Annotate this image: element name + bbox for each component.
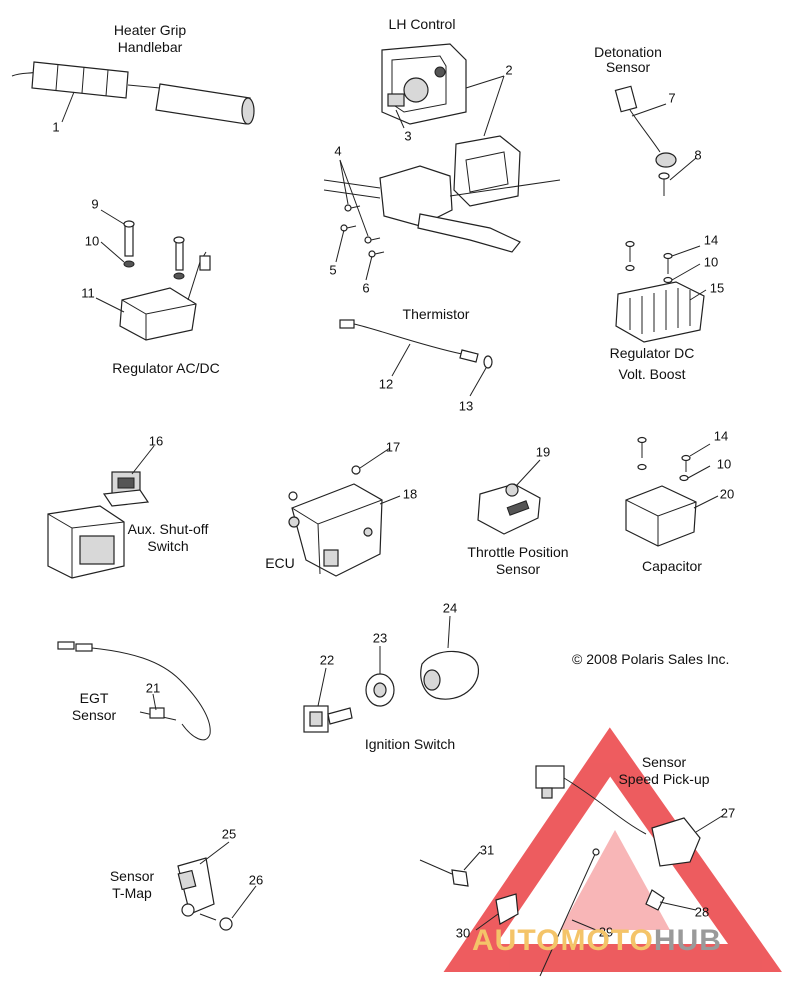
- callout-20: 20: [719, 486, 735, 502]
- label-thermistor: Thermistor: [402, 306, 470, 322]
- callout-11: 11: [81, 285, 95, 301]
- copyright-text: © 2008 Polaris Sales Inc.: [572, 651, 730, 667]
- callout-3: 3: [404, 128, 412, 144]
- callout-21: 21: [145, 680, 161, 696]
- callout-28: 28: [694, 904, 710, 920]
- capacitor-part: [625, 436, 697, 547]
- callout-7: 7: [668, 90, 676, 106]
- throttle-position-sensor-part: [477, 483, 541, 535]
- callout-26: 26: [248, 872, 264, 888]
- callout-12: 12: [378, 376, 394, 392]
- callout-leaders: [61, 75, 723, 931]
- callout-9: 9: [91, 196, 99, 212]
- label-lh-control: LH Control: [388, 16, 456, 32]
- label-ignition-switch: Ignition Switch: [364, 736, 456, 752]
- callout-24: 24: [442, 600, 458, 616]
- callout-22: 22: [319, 652, 335, 668]
- speed-pickup-sensor-part: [419, 765, 701, 977]
- callout-10: 10: [84, 233, 100, 249]
- callout-8: 8: [694, 147, 702, 163]
- label-capacitor: Capacitor: [642, 558, 702, 574]
- callout-10c: 10: [716, 456, 732, 472]
- ignition-switch-part: [303, 650, 480, 733]
- callout-15: 15: [709, 280, 725, 296]
- egt-sensor-part: [57, 641, 211, 741]
- callout-30: 30: [455, 925, 471, 941]
- watermark-text-part1: AUTOMOTO: [472, 924, 654, 957]
- ecu-part: [288, 465, 383, 577]
- tmap-sensor-part: [177, 857, 233, 931]
- callout-31: 31: [479, 842, 495, 858]
- thermistor-part: [339, 319, 493, 369]
- callout-25: 25: [221, 826, 237, 842]
- lh-control-part: [381, 43, 467, 125]
- callout-10b: 10: [703, 254, 719, 270]
- callout-16: 16: [148, 433, 164, 449]
- callout-1: 1: [52, 119, 60, 135]
- callout-17: 17: [385, 439, 401, 455]
- callout-29: 29: [598, 924, 614, 940]
- watermark-text: AUTOMOTOHUB: [472, 924, 722, 958]
- label-regulator-acdc: Regulator AC/DC: [112, 360, 220, 376]
- watermark-text-part2: HUB: [653, 924, 722, 957]
- detonation-sensor-part: [614, 85, 677, 196]
- callout-18: 18: [402, 486, 418, 502]
- regulator-dc-part: [615, 240, 705, 343]
- callout-23: 23: [372, 630, 388, 646]
- callout-19: 19: [535, 444, 551, 460]
- label-ecu: ECU: [265, 555, 295, 571]
- callout-2: 2: [505, 62, 513, 78]
- heater-grip-part: [11, 61, 255, 125]
- callout-27: 27: [720, 805, 736, 821]
- callout-14: 14: [703, 232, 719, 248]
- callout-4: 4: [334, 143, 342, 159]
- callout-13: 13: [458, 398, 474, 414]
- aux-shutoff-switch-part: [47, 471, 150, 579]
- callout-5: 5: [329, 262, 337, 278]
- callout-6: 6: [362, 280, 370, 296]
- regulator-acdc-part: [119, 220, 211, 341]
- callout-14b: 14: [713, 428, 729, 444]
- lh-control-assembly-part: [323, 135, 561, 258]
